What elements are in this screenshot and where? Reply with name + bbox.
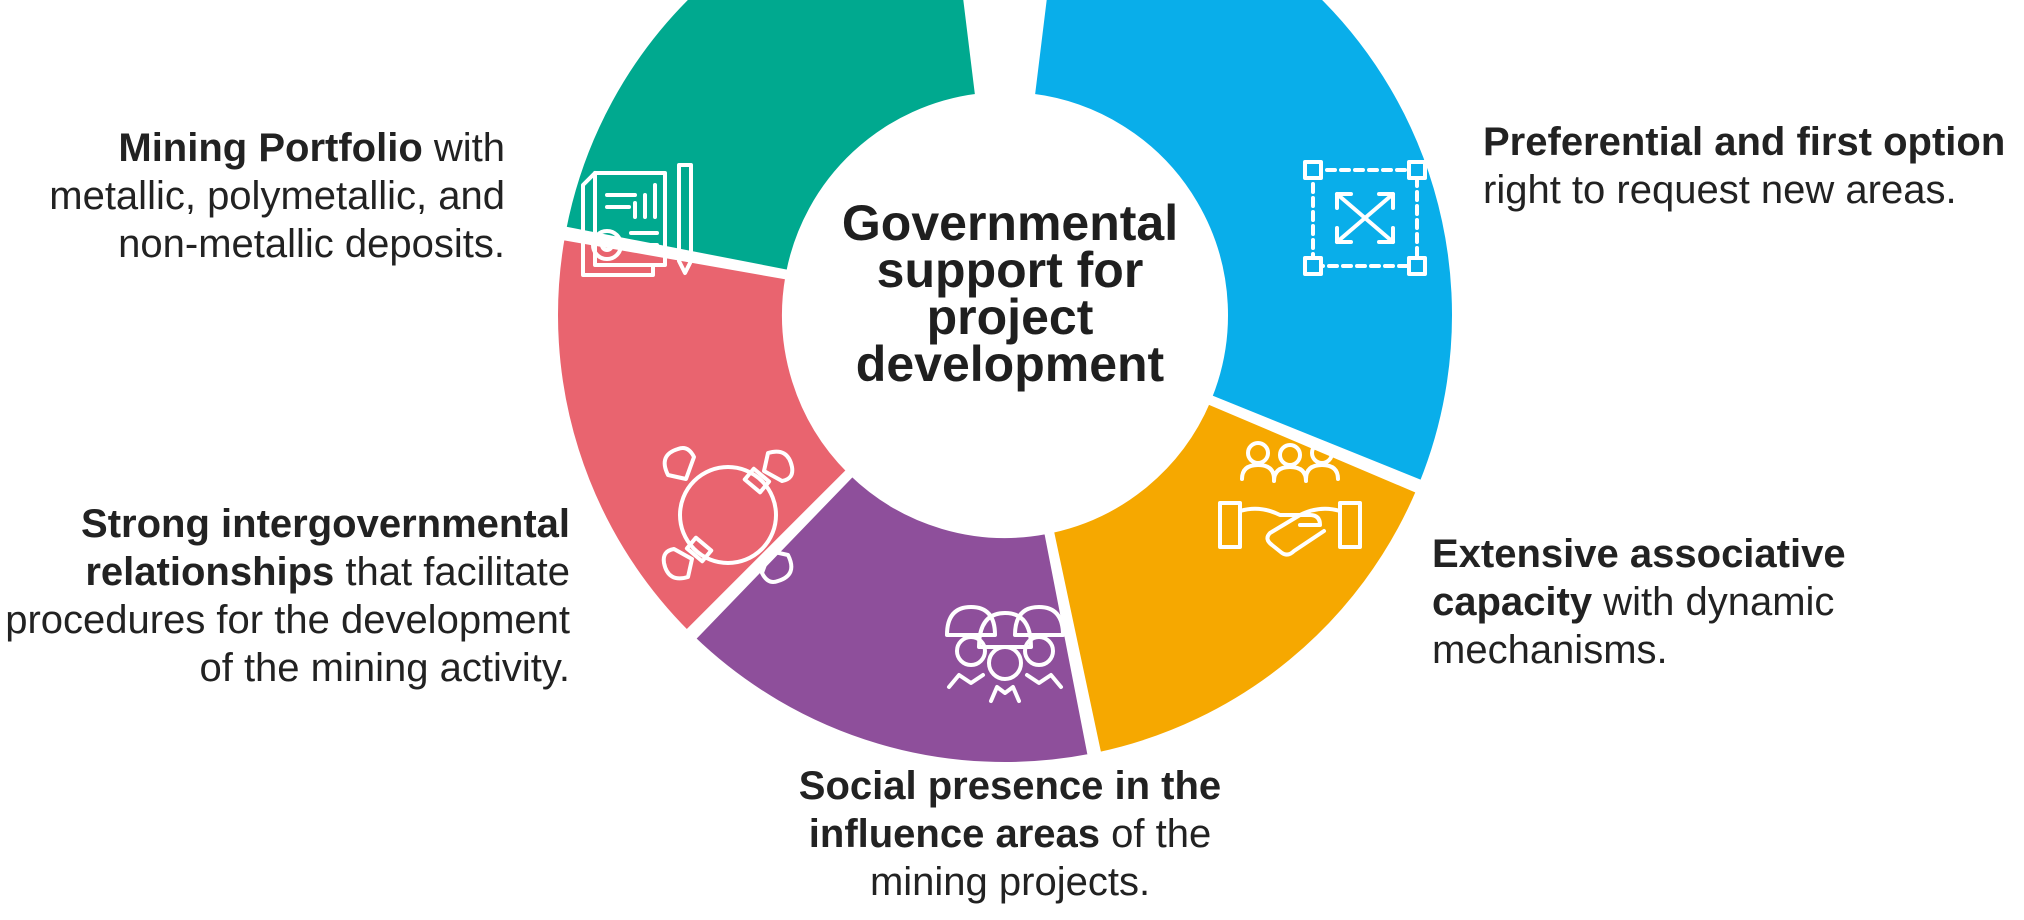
miners-helmets-icon — [945, 605, 1065, 703]
segment-strong — [552, 233, 853, 637]
caption-bold: Social presence in the influence areas — [798, 764, 1222, 856]
caption-bold: Preferential and first option — [1483, 120, 2006, 164]
caption-mining-portfolio: Mining Portfolio with metallic, polymeta… — [40, 124, 505, 268]
caption-social-presence: Social presence in the influence areas o… — [780, 762, 1240, 906]
document-chart-gear-icon — [581, 163, 693, 277]
caption-text: with metallic, polymetallic, and non-met… — [49, 126, 505, 266]
handshake-people-icon — [1218, 441, 1362, 557]
caption-preferential-option: Preferential and first option right to r… — [1483, 118, 2023, 214]
caption-text: right to request new areas. — [1483, 168, 1957, 212]
segment-pref — [1028, 0, 1458, 487]
caption-bold: Strong intergovernmental relationships — [81, 502, 570, 594]
caption-bold: Mining Portfolio — [118, 126, 423, 170]
caption-text: that facilitate procedures for the devel… — [5, 550, 570, 690]
segment-ext — [1047, 397, 1423, 759]
caption-text: of the mining projects. — [869, 812, 1212, 904]
caption-bold: Extensive associative capacity — [1432, 532, 1846, 624]
caption-text: with dynamic mechanisms. — [1432, 580, 1835, 672]
people-circle-collaboration-icon — [661, 446, 795, 584]
center-title: Governmental support for project develop… — [841, 195, 1179, 392]
caption-intergovernmental: Strong intergovernmental relationships t… — [0, 500, 570, 692]
caption-associative-capacity: Extensive associative capacity with dyna… — [1432, 530, 2012, 674]
expand-area-icon — [1303, 160, 1427, 276]
segment-social — [689, 470, 1094, 768]
